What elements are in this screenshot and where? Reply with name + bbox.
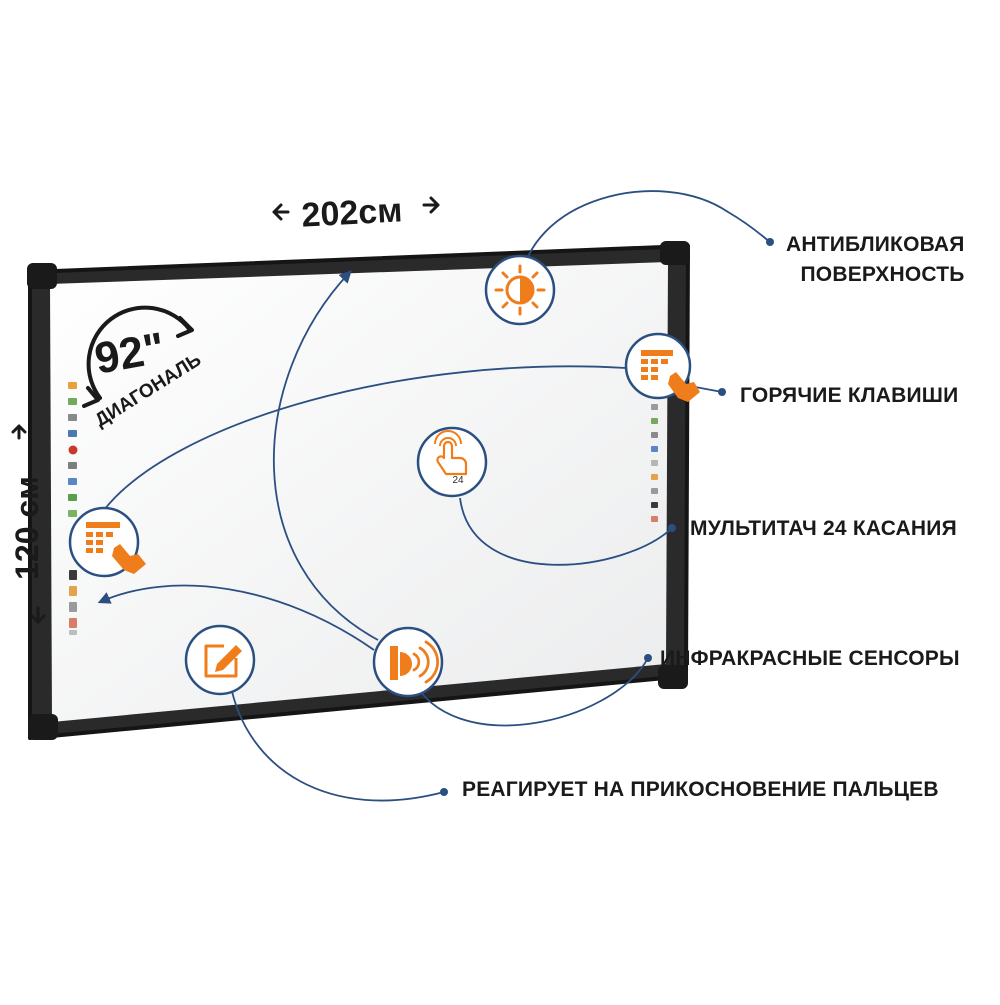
frame-corner	[660, 241, 690, 265]
toolbar-key[interactable]	[651, 488, 658, 494]
connector-dot	[766, 238, 774, 246]
toolbar-key[interactable]	[651, 460, 658, 466]
frame-corner	[658, 665, 688, 689]
toolbar-key[interactable]	[651, 474, 658, 480]
keypad-touch-icon	[641, 350, 700, 402]
feature-label-multitouch: МУЛЬТИТАЧ 24 КАСАНИЯ	[690, 514, 957, 544]
hotkeys-badge	[624, 332, 700, 402]
frame-corner	[27, 263, 57, 289]
left-toolbar	[68, 382, 78, 635]
connector-infrared-up	[272, 270, 379, 641]
connector-infrared-left	[97, 584, 375, 651]
toolbar-key[interactable]	[68, 494, 77, 501]
toolbar-key[interactable]	[68, 510, 77, 517]
arrow-head	[82, 386, 100, 408]
toolbar-key[interactable]	[68, 414, 77, 421]
connector-dot	[644, 654, 652, 662]
feature-label-anti-glare: АНТИБЛИКОВАЯ ПОВЕРХНОСТЬ	[786, 230, 965, 291]
diagonal-value: 92"	[91, 323, 168, 383]
pen-edit-icon	[204, 644, 242, 678]
connector-hotkeys-left	[103, 365, 627, 511]
width-label: 202см	[301, 191, 404, 234]
feature-label-finger-touch: РЕАГИРУЕТ НА ПРИКОСНОВЕНИЕ ПАЛЬЦЕВ	[462, 775, 939, 805]
connector-dot	[440, 788, 448, 796]
toolbar-key[interactable]	[69, 618, 77, 628]
height-label: 120 см	[9, 476, 45, 580]
finger-touch-badge	[184, 624, 256, 696]
toolbar-key[interactable]	[651, 516, 658, 522]
toolbar-key[interactable]	[68, 462, 77, 469]
label-line: ИНФРАКРАСНЫЕ СЕНСОРЫ	[660, 647, 960, 670]
connector-lines	[97, 190, 774, 802]
toolbar-key[interactable]	[68, 382, 77, 389]
anti-glare-badge	[484, 254, 556, 326]
board-surface	[50, 262, 668, 722]
label-line: РЕАГИРУЕТ НА ПРИКОСНОВЕНИЕ ПАЛЬЦЕВ	[462, 778, 939, 801]
connector-dot	[668, 524, 676, 532]
right-toolbar	[651, 404, 658, 522]
feature-label-infrared: ИНФРАКРАСНЫЕ СЕНСОРЫ	[660, 644, 960, 674]
toolbar-key[interactable]	[69, 570, 77, 580]
connector-finger-touch	[229, 681, 445, 802]
toolbar-key[interactable]	[651, 502, 658, 508]
connector-infrared	[411, 657, 649, 727]
toolbar-key[interactable]	[651, 446, 658, 452]
frame-corner	[28, 714, 58, 740]
connector-dot	[718, 388, 726, 396]
toolbar-key[interactable]	[69, 586, 77, 596]
multitouch-count: 24	[452, 475, 464, 486]
height-dimension: 120 см	[9, 424, 46, 624]
connector-multitouch	[459, 497, 673, 566]
label-line: ПОВЕРХНОСТЬ	[800, 263, 965, 287]
toolbar-key[interactable]	[68, 478, 77, 485]
toolbar-key[interactable]	[68, 430, 77, 437]
toolbar-key[interactable]	[651, 404, 658, 410]
circular-arrow-icon	[86, 305, 192, 400]
label-line: МУЛЬТИТАЧ 24 КАСАНИЯ	[690, 517, 957, 540]
feature-label-hotkeys: ГОРЯЧИЕ КЛАВИШИ	[740, 381, 958, 411]
sun-contrast-icon	[494, 264, 546, 316]
keypad-touch-icon	[86, 522, 146, 574]
multitouch-badge: 24	[416, 426, 488, 498]
toolbar-key[interactable]	[69, 602, 77, 612]
label-line: АНТИБЛИКОВАЯ	[786, 233, 965, 256]
toolbar-key[interactable]	[651, 432, 658, 438]
infrared-sensor-icon	[390, 640, 439, 684]
hotkeys-left-badge	[68, 506, 146, 578]
down-arrow-icon	[30, 606, 46, 624]
right-arrow-icon	[422, 196, 440, 214]
up-arrow-icon	[11, 424, 27, 440]
connector-anti-glare	[519, 190, 771, 289]
toolbar-key[interactable]	[68, 398, 77, 405]
toolbar-key[interactable]	[651, 418, 658, 424]
infrared-badge	[372, 626, 444, 698]
width-dimension: 202см	[272, 191, 440, 235]
label-line: ГОРЯЧИЕ КЛАВИШИ	[740, 384, 959, 407]
multitouch-24-icon: 24	[434, 430, 468, 486]
toolbar-key[interactable]	[68, 445, 78, 455]
toolbar-key[interactable]	[69, 630, 77, 635]
left-arrow-icon	[272, 203, 290, 221]
arrow-head	[176, 316, 194, 338]
